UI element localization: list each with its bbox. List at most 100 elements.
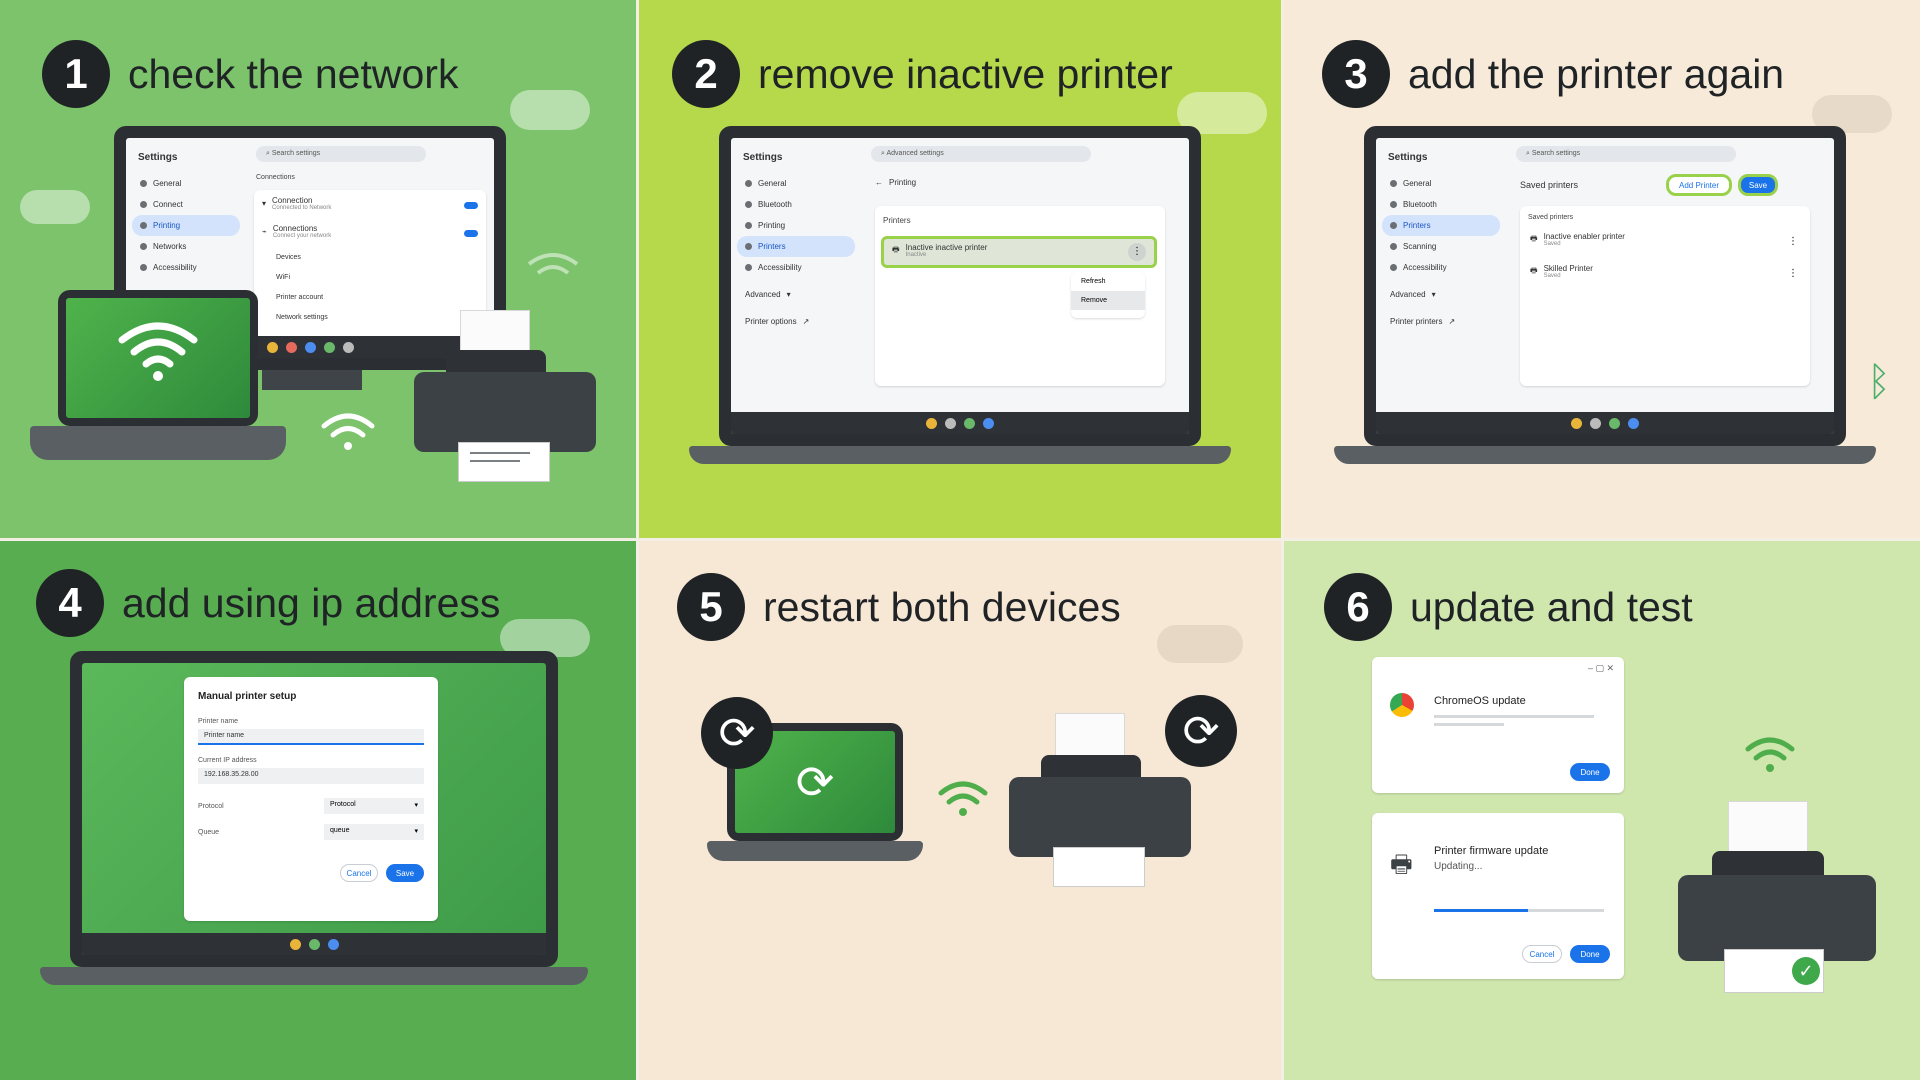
connections-toggle[interactable] [464,230,478,237]
wifi-icon: ▾ [262,199,267,208]
printer-icon [140,222,147,229]
wifi-signal-icon [320,410,376,459]
sidebar-item-scanning[interactable]: Scanning [1382,236,1500,257]
name-label: Printer name [198,718,239,725]
network-toggle[interactable] [464,202,478,209]
chromeos-update-dialog: – ▢ ✕ ChromeOS update Done [1372,657,1624,793]
laptop-keyboard [30,426,286,460]
sidebar-item-advanced[interactable]: Advanced▾ [745,290,791,299]
window-controls[interactable]: – ▢ ✕ [1587,663,1614,673]
printer-body [1009,777,1191,857]
printer-name-input[interactable]: Printer name [198,729,424,745]
saved-printers-card: Saved printers 🖶Inactive enabler printer… [1520,206,1810,386]
devices-row[interactable]: Devices [276,254,301,261]
shelf [731,412,1189,434]
bluetooth-icon [1390,201,1397,208]
breadcrumb[interactable]: ←Printing [875,178,917,187]
menu-item-remove[interactable]: Remove [1071,291,1145,310]
wifi-signal-icon [937,779,989,824]
printer-tray [446,350,546,374]
sidebar-item-accessibility[interactable]: Accessibility [1382,257,1500,278]
printer-output [1053,847,1145,887]
step-number: 4 [36,569,104,637]
printer-output [458,442,550,482]
panel-add-printer: 3 add the printer again Settings General… [1282,0,1920,539]
save-button[interactable]: Save [1738,174,1778,196]
step-number: 1 [42,40,110,108]
context-menu: Refresh Remove [1071,272,1145,318]
save-button[interactable]: Save [386,864,424,882]
printer-icon [1390,222,1397,229]
sidebar-item-printer-options[interactable]: Printer options↗ [745,317,810,326]
cancel-button[interactable]: Cancel [340,864,378,882]
shelf [82,933,546,955]
sidebar-item-connect[interactable]: Connect [132,194,240,215]
printer-icon [745,243,752,250]
sidebar-item-printing[interactable]: Printing [132,215,240,236]
restart-icon: ⟳ [1165,695,1237,767]
sidebar-item-accessibility[interactable]: Accessibility [132,257,240,278]
firmware-status: Updating... [1434,861,1483,872]
protocol-label: Protocol [198,802,224,810]
back-arrow-icon: ← [875,178,883,187]
queue-select[interactable]: queue▾ [324,824,424,840]
protocol-select[interactable]: Protocol▾ [324,798,424,814]
cancel-button[interactable]: Cancel [1522,945,1562,963]
card-title: Printers [883,216,911,225]
printer-icon: 🖶 [1530,265,1538,275]
shelf [1376,412,1834,434]
bluetooth-icon: ᛒ [1867,360,1891,404]
sidebar-item-printer-printers[interactable]: Printer printers↗ [1390,317,1456,326]
step-title: add using ip address [122,579,501,626]
more-options-icon[interactable]: ⋮ [1788,268,1798,279]
document-icon [745,222,752,229]
sidebar-item-printing[interactable]: Printing [737,215,855,236]
ip-address-input[interactable]: 192.168.35.28.00 [198,768,424,784]
printer-tray [1041,755,1141,779]
output-line [470,460,520,462]
chevron-down-icon: ▾ [1431,290,1436,299]
search-input[interactable]: ⌕ Advanced settings [871,146,1091,162]
search-input[interactable]: ⌕ Search settings [256,146,426,162]
settings-window: Settings General Bluetooth Printing Prin… [731,138,1189,434]
step-title: update and test [1410,583,1693,630]
sidebar-item-accessibility[interactable]: Accessibility [737,257,855,278]
wifi-row[interactable]: WiFi [276,274,290,281]
printer [410,300,600,485]
menu-item-refresh[interactable]: Refresh [1081,278,1106,285]
sidebar-item-networks[interactable]: Networks [132,236,240,257]
sidebar-item-bluetooth[interactable]: Bluetooth [1382,194,1500,215]
printer-icon: 🖶 [1390,851,1413,878]
sidebar-item-advanced[interactable]: Advanced▾ [1390,290,1436,299]
wifi-signal-icon [1744,735,1796,780]
done-button[interactable]: Done [1570,763,1610,781]
person-icon [1390,180,1397,187]
sidebar-item-general[interactable]: General [1382,173,1500,194]
accessibility-icon [745,264,752,271]
printer-account-row[interactable]: Printer account [276,294,324,301]
more-options-icon[interactable]: ⋮ [1128,243,1146,261]
network-settings-row[interactable]: Network settings [276,314,328,321]
add-printer-button[interactable]: Add Printer [1666,174,1732,196]
queue-label: Queue [198,828,220,836]
sidebar-item-bluetooth[interactable]: Bluetooth [737,194,855,215]
divider [0,538,1920,541]
sidebar-item-general[interactable]: General [737,173,855,194]
dialog-title: Manual printer setup [198,691,297,702]
sidebar-item-printers[interactable]: Printers [737,236,855,257]
search-input[interactable]: ⌕ Search settings [1516,146,1736,162]
monitor: Settings General Connect Printing Networ… [114,126,506,370]
step-title: remove inactive printer [758,50,1173,97]
laptop-keyboard [707,841,923,861]
done-button[interactable]: Done [1570,945,1610,963]
more-options-icon[interactable]: ⋮ [1788,236,1798,247]
sidebar-item-printers[interactable]: Printers [1382,215,1500,236]
sidebar-item-general[interactable]: General [132,173,240,194]
